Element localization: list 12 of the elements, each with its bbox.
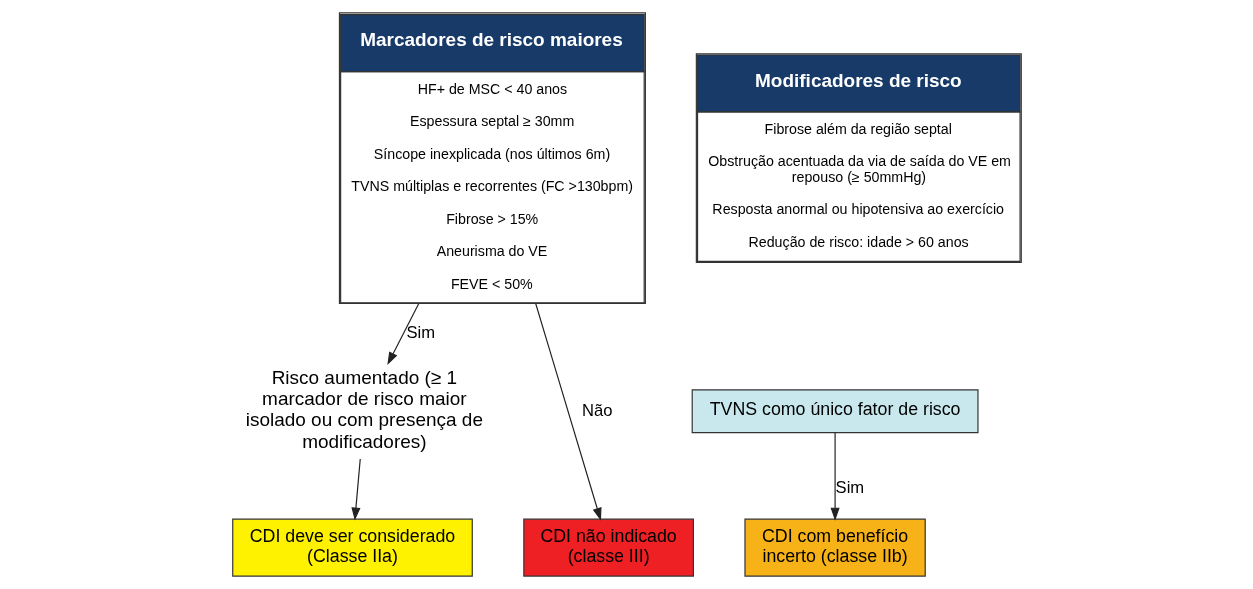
arrow [534,302,602,521]
arrow [350,458,361,521]
arrow [830,432,840,521]
node-box: TVNS como único fator de risco [691,389,979,434]
edge-label: Não [581,400,613,420]
node-box: CDI não indicado (classe III) [522,518,694,577]
node-box: CDI deve ser considerado (Classe IIa) [231,518,473,577]
node-text: Risco aumentado (≥ 1 marcador de risco maior isolado ou com presença de modificadores) [245,366,483,452]
edge-label: Sim [835,478,864,498]
node-box: CDI com benefício incerto (classe IIb) [743,518,926,577]
edge-label: Sim [405,323,435,343]
arrow [386,303,419,366]
